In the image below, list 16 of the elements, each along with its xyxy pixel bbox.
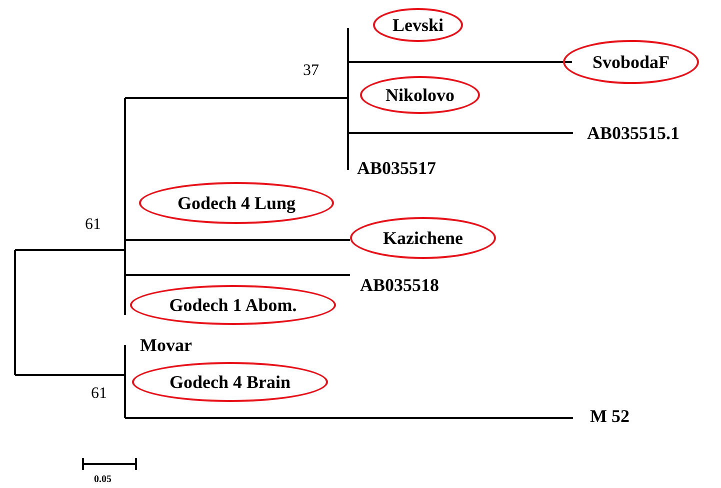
taxon-label: AB035515.1 [587,124,680,142]
circled-taxon-label: Kazichene [350,217,496,259]
circled-taxon-label: Godech 4 Brain [132,362,328,402]
bootstrap-value: 61 [85,217,101,233]
circled-taxon-label: SvobodaF [563,40,699,84]
taxon-label: AB035517 [357,159,436,177]
bootstrap-value: 37 [303,63,319,79]
circled-taxon-label: Nikolovo [360,76,480,114]
taxon-label: M 52 [590,407,630,425]
taxon-label: AB035518 [360,276,440,294]
circled-taxon-label: Levski [373,8,463,42]
circled-taxon-label: Godech 4 Lung [139,182,334,224]
scale-value: 0.05 [94,475,112,485]
taxon-label: Movar [140,336,192,354]
bootstrap-value: 61 [91,386,107,402]
circled-taxon-label: Godech 1 Abom. [130,285,336,325]
